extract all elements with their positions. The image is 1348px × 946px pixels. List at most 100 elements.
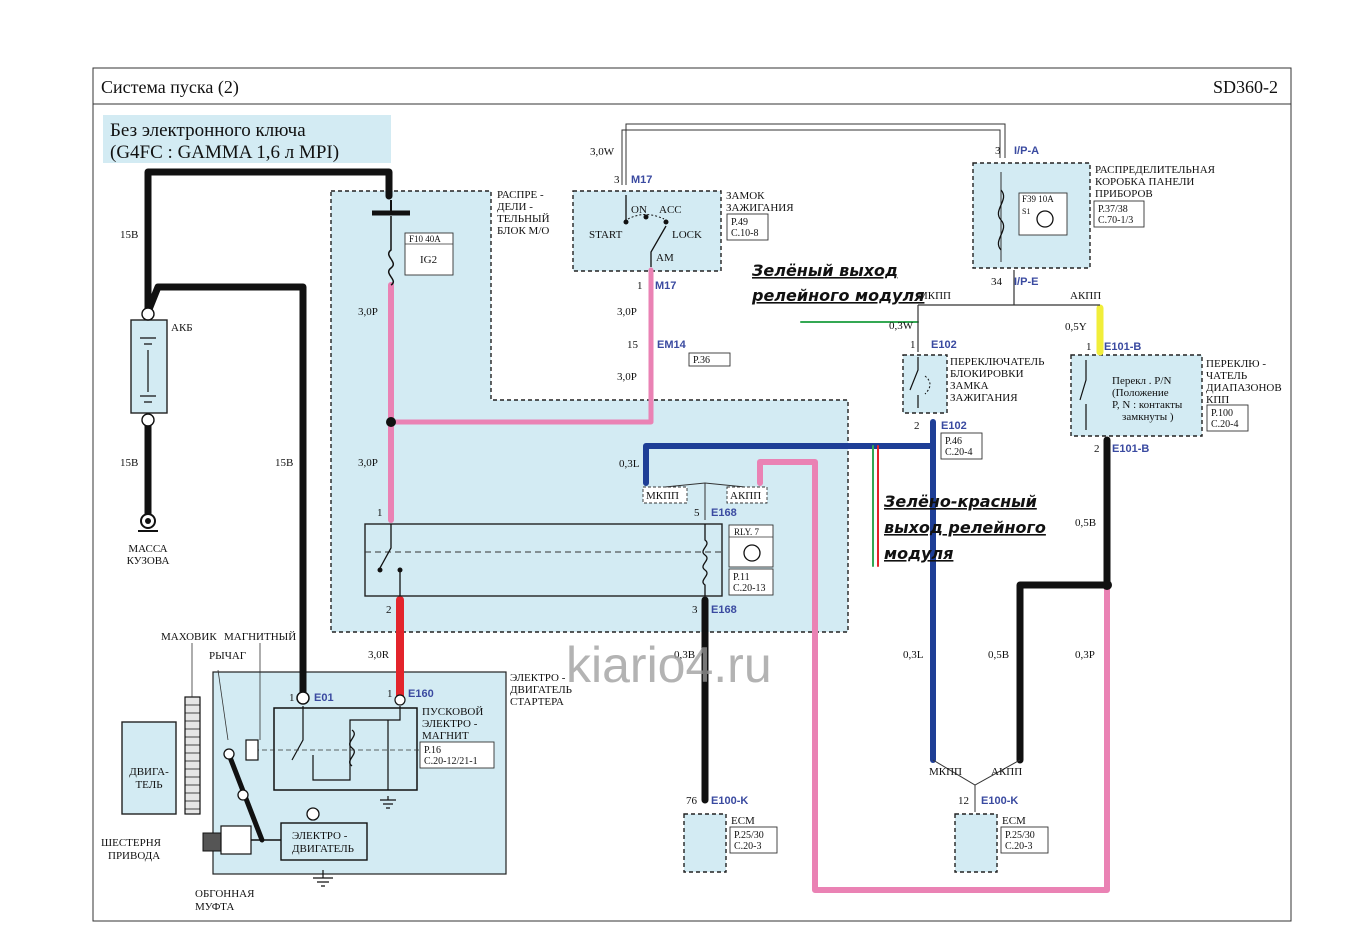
wire-ip-split [917, 270, 1100, 352]
wire-label-15b-right: 15B [275, 457, 293, 469]
conn-m17-bot: M17 [655, 280, 676, 292]
solenoid-label-1: ПУСКОВОЙ [422, 706, 483, 718]
pin-em14: 15 [627, 339, 639, 351]
lock-switch-ref1: P.46 [945, 436, 962, 447]
ip-ref2: C.70-1/3 [1098, 215, 1133, 226]
note-green-line1: Зелёный выход [751, 261, 898, 280]
relay-name: RLY. 7 [734, 527, 759, 537]
fusebox-label-3: ТЕЛЬНЫЙ [497, 213, 550, 225]
ignition-ref1: P.49 [731, 217, 748, 228]
range-inner-3: P, N : контакты [1112, 399, 1183, 411]
conn-e102-bot: E102 [941, 420, 967, 432]
diagram-code: SD360-2 [1213, 77, 1278, 97]
clutch-label-1: ОБГОННАЯ [195, 888, 255, 900]
range-inner-2: (Положение [1112, 387, 1169, 399]
pin-e102-top: 1 [910, 339, 916, 351]
ground-label-2: КУЗОВА [127, 555, 170, 567]
relay-input-fork [664, 482, 746, 520]
wire-0-3p-loop [757, 459, 1110, 893]
fuse-f39-rating: F39 10A [1022, 194, 1054, 204]
lock-switch-ref2: C.20-4 [945, 447, 973, 458]
ecm1-ref-box [729, 826, 778, 854]
battery-icon [140, 337, 156, 403]
relay-contact-icon [379, 524, 401, 596]
lever-label: РЫЧАГ [209, 650, 246, 662]
ip-ref-box [1093, 200, 1145, 228]
wire-label-15b-top: 15B [120, 229, 138, 241]
ip-ref1: P.37/38 [1098, 204, 1128, 215]
relay-coil-icon [702, 524, 708, 596]
conn-e01: E01 [314, 692, 334, 704]
ecm2-ref-box [1000, 826, 1049, 854]
starter-label-3: СТАРТЕРА [510, 696, 564, 708]
note-green-red-line1: Зелёно-красный [883, 492, 1037, 511]
wire-label-30w: 3,0W [590, 146, 615, 158]
fuse-f10-icon [388, 216, 394, 286]
wire-3-0w-b [621, 129, 1001, 185]
range-label-3: ДИАПАЗОНОВ [1206, 382, 1282, 394]
range-ref1: P.100 [1211, 408, 1233, 419]
fuse-f39-box [1018, 192, 1068, 236]
note-green-red-line3: модуля [884, 544, 953, 563]
relay-ref2: C.20-13 [733, 583, 766, 594]
relay-ref-box [728, 568, 774, 596]
fusebox-region [330, 190, 849, 633]
range-switch-icon [1079, 360, 1087, 430]
ip-label-3: ПРИБОРОВ [1095, 188, 1153, 200]
range-inner-1: Перекл . P/N [1112, 375, 1171, 387]
pinion-icon [202, 832, 222, 852]
ip-label-1: РАСПРЕДЕЛИТЕЛЬНАЯ [1095, 164, 1216, 176]
terminal-e160 [394, 694, 406, 706]
starter-ref2: C.20-12/21-1 [424, 756, 478, 767]
range-inner-4: замкнуты ) [1122, 411, 1174, 423]
pin-m17-top: 3 [614, 174, 620, 186]
subtitle-box [103, 115, 391, 163]
conn-ipa: I/P-A [1014, 145, 1039, 157]
ign-start: START [589, 229, 623, 241]
lock-switch-icon [909, 357, 919, 408]
splice-dot [1102, 580, 1112, 590]
range-ref-box [1206, 404, 1249, 432]
pin-m17-bot: 1 [637, 280, 643, 292]
wire-0-5b [1016, 436, 1111, 764]
label-akpp-ecm: АКПП [991, 766, 1022, 778]
range-switch-box [1070, 354, 1203, 437]
range-label-1: ПЕРЕКЛЮ - [1206, 358, 1266, 370]
starter-label-1: ЭЛЕКТРО - [510, 672, 566, 684]
conn-e102-top: E102 [931, 339, 957, 351]
engine-label-1: ДВИГА- [129, 766, 169, 778]
conn-e168-bot: E168 [711, 604, 737, 616]
starter-ref-box [419, 741, 495, 769]
fuse-f39-icon [997, 189, 1005, 251]
splice-dot [386, 417, 396, 427]
range-label-2: ЧАТЕЛЬ [1206, 370, 1247, 382]
lock-switch-box [902, 354, 948, 414]
pin-relay-1: 1 [377, 507, 383, 519]
note-green-red-line2: выход релейного [884, 518, 1046, 537]
note-green-line2: релейного модуля [751, 286, 924, 305]
ign-acc: ACC [659, 204, 682, 216]
ignition-switch-box [572, 190, 722, 272]
label-mkpp-ip: МКПП [918, 290, 951, 302]
fusebox-label-2: ДЕЛИ - [497, 201, 533, 213]
starter-label-2: ДВИГАТЕЛЬ [510, 684, 572, 696]
motor-box [280, 822, 368, 861]
wire-label-03p: 0,3P [1075, 649, 1095, 661]
ecm2-input-fork [932, 759, 1021, 812]
lock-switch-label-1: ПЕРЕКЛЮЧАТЕЛЬ [950, 356, 1044, 368]
fuse-f39-s: S1 [1022, 207, 1030, 216]
ip-label-2: КОРОБКА ПАНЕЛИ [1095, 176, 1194, 188]
pin-e101b-bot: 2 [1094, 443, 1100, 455]
pin-e102-bot: 2 [914, 420, 920, 432]
em14-ref-box [688, 352, 731, 367]
solenoid-label-2: ЭЛЕКТРО - [422, 718, 478, 730]
wire-3-0w-a [625, 123, 1006, 185]
fuse-f10-box [404, 232, 454, 276]
ign-on: ON [631, 204, 647, 216]
conn-em14: EM14 [657, 339, 687, 351]
connector-akpp-relay [726, 486, 768, 504]
conn-e168-top: E168 [711, 507, 737, 519]
conn-e160: E160 [408, 688, 434, 700]
wire-label-03l-b: 0,3L [903, 649, 924, 661]
